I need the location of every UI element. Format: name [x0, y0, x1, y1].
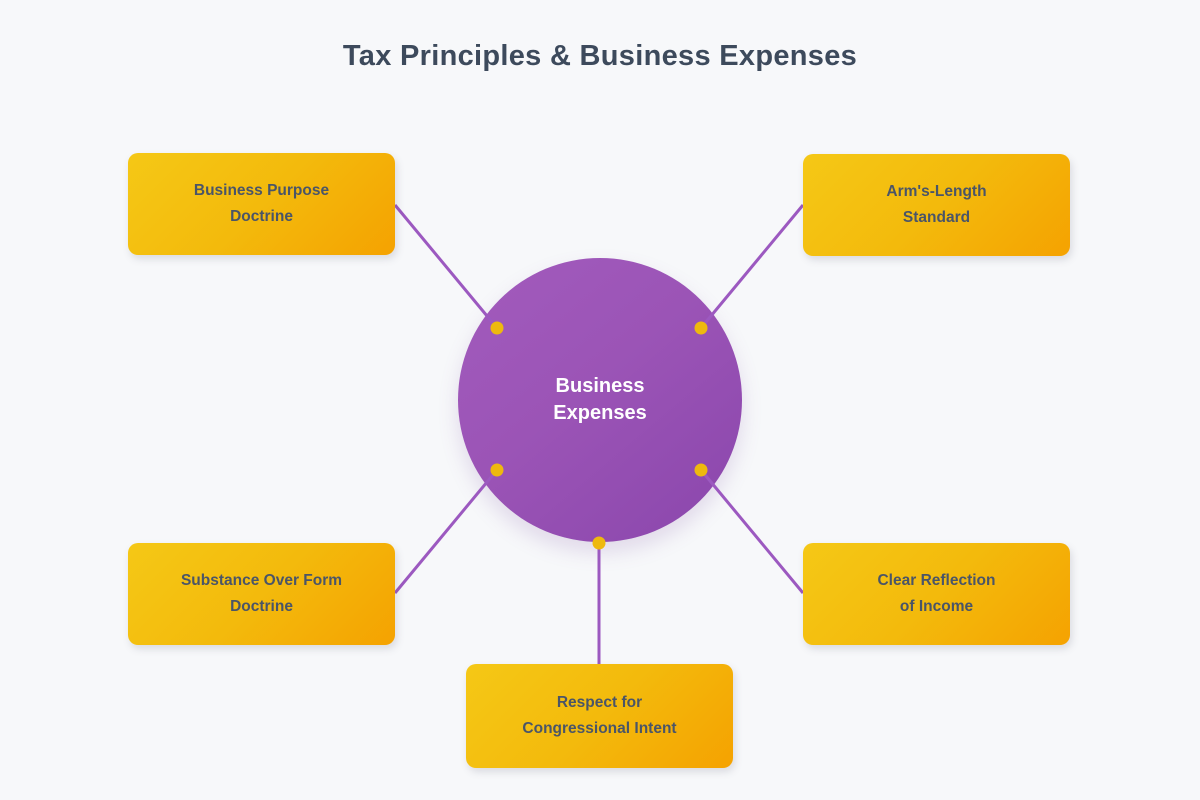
connector-line-clear-reflection [699, 469, 805, 594]
node-label-line1: Business Purpose [193, 182, 330, 199]
node-business-purpose-doctrine: Business Purpose Doctrine [128, 153, 395, 255]
center-node-label-line2: Expenses [553, 402, 647, 424]
connector-line-substance-over-form [393, 469, 499, 594]
node-label-line1: Respect for [556, 694, 643, 711]
connector-line-arms-length [699, 204, 805, 329]
node-label-line2: Standard [902, 209, 971, 226]
node-label-line2: Doctrine [230, 598, 293, 615]
center-node-business-expenses: Business Expenses [458, 258, 742, 542]
connector-line-business-purpose [393, 204, 499, 329]
node-substance-over-form-doctrine: Substance Over Form Doctrine [128, 543, 395, 645]
node-label-line2: of Income [899, 598, 974, 615]
node-clear-reflection-of-income: Clear Reflection of Income [803, 543, 1070, 645]
node-label-line2: Congressional Intent [522, 720, 677, 737]
center-node-label-line1: Business [555, 375, 645, 397]
node-label-line1: Arm's-Length [886, 183, 987, 200]
node-label-line1: Clear Reflection [877, 572, 996, 589]
diagram-title: Tax Principles & Business Expenses [342, 40, 858, 72]
node-respect-for-congressional-intent: Respect for Congressional Intent [466, 664, 733, 768]
node-arms-length-standard: Arm's-Length Standard [803, 154, 1070, 256]
node-label-line2: Doctrine [230, 208, 293, 225]
node-label-line1: Substance Over Form [180, 572, 343, 589]
